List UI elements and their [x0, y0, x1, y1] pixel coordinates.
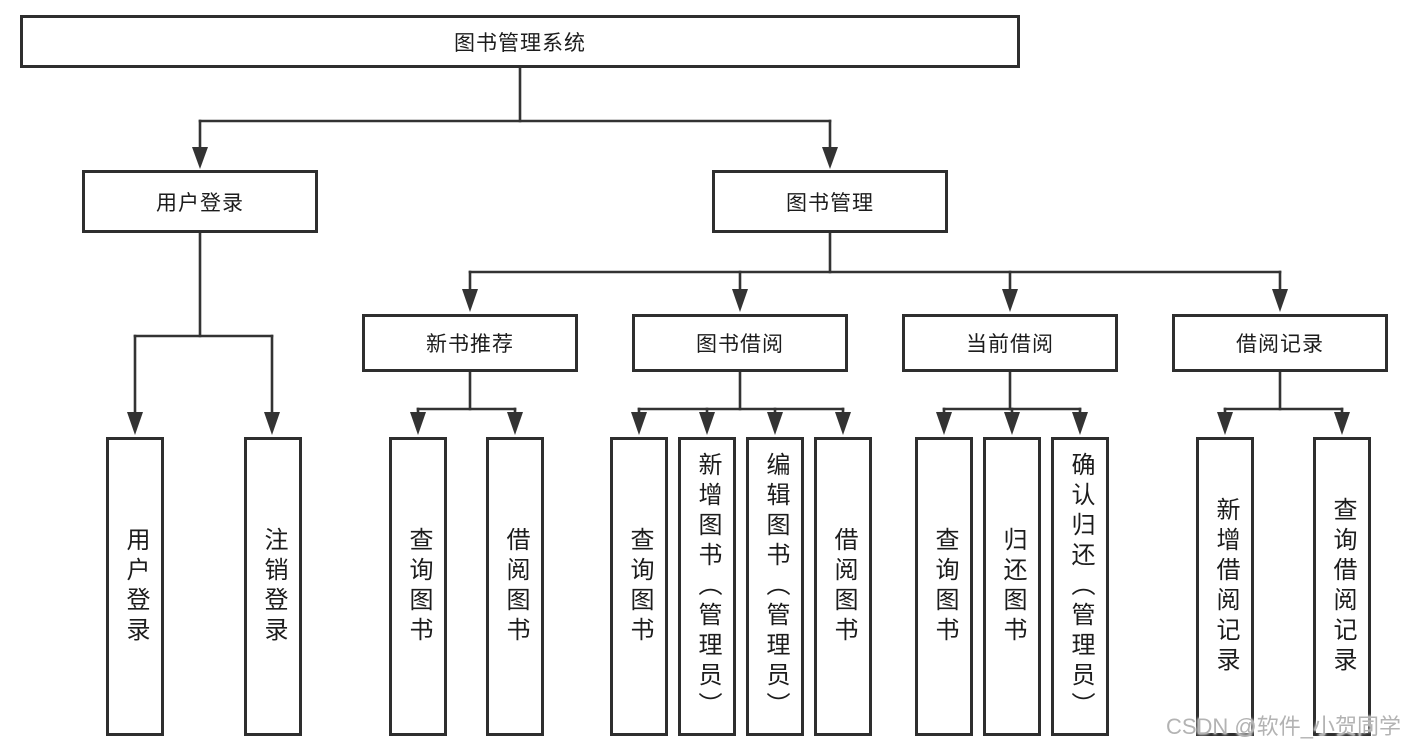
leaf-return-books-label: 归还图书 [999, 526, 1026, 647]
leaf-borrow-query-books-label: 查询图书 [626, 526, 653, 647]
connector-book-mgmt-branch [462, 231, 1288, 312]
leaf-logout: 注销登录 [244, 437, 302, 736]
connector-current-borrow-branch [936, 370, 1088, 435]
leaf-confirm-return-admin: 确认归还（管理员） [1051, 437, 1109, 736]
node-book-mgmt-branch: 图书管理 [712, 170, 948, 233]
leaf-borrow-query-books: 查询图书 [610, 437, 668, 736]
leaf-query-borrow-record-label: 查询借阅记录 [1329, 496, 1356, 677]
connector-root-to-level2 [192, 65, 838, 169]
leaf-new-books-query-label: 查询图书 [405, 526, 432, 647]
csdn-watermark: CSDN @软件_小贺同学 [1165, 714, 1401, 739]
leaf-new-books-query: 查询图书 [389, 437, 447, 736]
node-current-borrow: 当前借阅 [902, 314, 1118, 372]
leaf-user-login-label: 用户登录 [122, 526, 149, 647]
node-borrow-records: 借阅记录 [1172, 314, 1388, 372]
node-new-books: 新书推荐 [362, 314, 578, 372]
leaf-query-borrow-record: 查询借阅记录 [1313, 437, 1371, 736]
leaf-edit-books-admin: 编辑图书（管理员） [746, 437, 804, 736]
node-user-login-branch: 用户登录 [82, 170, 318, 233]
connector-borrow-records-branch [1217, 370, 1350, 435]
leaf-current-query-books-label: 查询图书 [931, 526, 958, 647]
leaf-add-books-admin-label: 新增图书（管理员） [694, 451, 721, 722]
node-book-borrow: 图书借阅 [632, 314, 848, 372]
leaf-borrow-books: 借阅图书 [814, 437, 872, 736]
leaf-edit-books-admin-label: 编辑图书（管理员） [762, 451, 789, 722]
leaf-new-books-borrow: 借阅图书 [486, 437, 544, 736]
leaf-borrow-books-label: 借阅图书 [830, 526, 857, 647]
leaf-current-query-books: 查询图书 [915, 437, 973, 736]
leaf-user-login: 用户登录 [106, 437, 164, 736]
leaf-return-books: 归还图书 [983, 437, 1041, 736]
connector-new-books-branch [410, 370, 523, 435]
leaf-logout-label: 注销登录 [260, 526, 287, 647]
leaf-add-borrow-record: 新增借阅记录 [1196, 437, 1254, 736]
node-root-system: 图书管理系统 [20, 15, 1020, 68]
connector-book-borrow-branch [631, 370, 851, 435]
leaf-add-borrow-record-label: 新增借阅记录 [1212, 496, 1239, 677]
leaf-add-books-admin: 新增图书（管理员） [678, 437, 736, 736]
leaf-new-books-borrow-label: 借阅图书 [502, 526, 529, 647]
connector-user-login-branch [127, 231, 280, 435]
leaf-confirm-return-admin-label: 确认归还（管理员） [1067, 451, 1094, 722]
